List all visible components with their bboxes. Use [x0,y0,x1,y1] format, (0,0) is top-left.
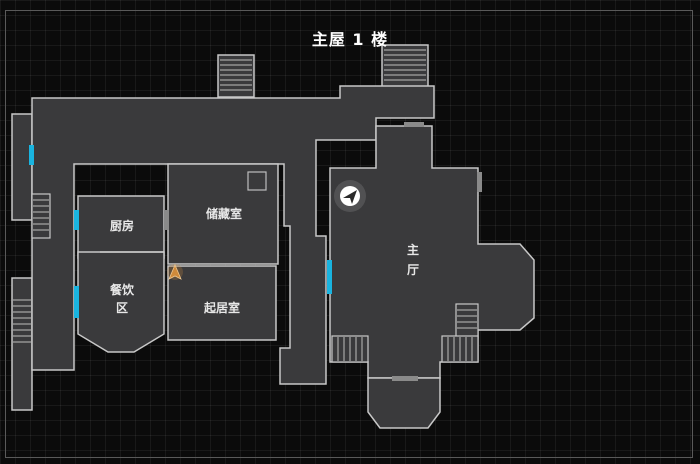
storage-crate [247,171,267,191]
door-cyan-hall [327,260,332,294]
door-cyan-west-upper [29,145,34,165]
room-label-kitchen: 厨房 [109,219,134,233]
stairs-top-left [217,54,255,98]
room-storage [167,163,279,265]
door-gray-hall-top [404,122,424,127]
stairs-top-right [381,44,429,88]
floor-title: 主屋 1 楼 [311,30,389,49]
door-gray-alcove [392,376,418,381]
room-label-main-hall: 主厅 [406,243,419,277]
door-cyan-dining [74,286,79,318]
door-gray-hall-east [477,172,482,192]
room-south-alcove [367,377,441,429]
room-label-storage: 储藏室 [205,207,242,221]
room-living-room [167,265,277,341]
stairs-left-small [31,193,51,239]
room-label-dining-line2: 区 [115,301,128,315]
left-edge-corridor [11,113,33,411]
stairs-hall-left [331,335,369,363]
player-arrow-icon[interactable] [167,263,183,280]
west-wing [31,85,435,385]
room-label-dining-line1: 餐饮 [109,283,134,297]
compass-icon[interactable] [334,180,366,212]
door-cyan-kitchen [74,210,79,230]
doors [29,122,482,381]
room-label-living-room: 起居室 [203,301,240,315]
map-frame [5,10,693,458]
stairs-hall-right [441,303,479,363]
door-gray-storage [164,210,169,230]
